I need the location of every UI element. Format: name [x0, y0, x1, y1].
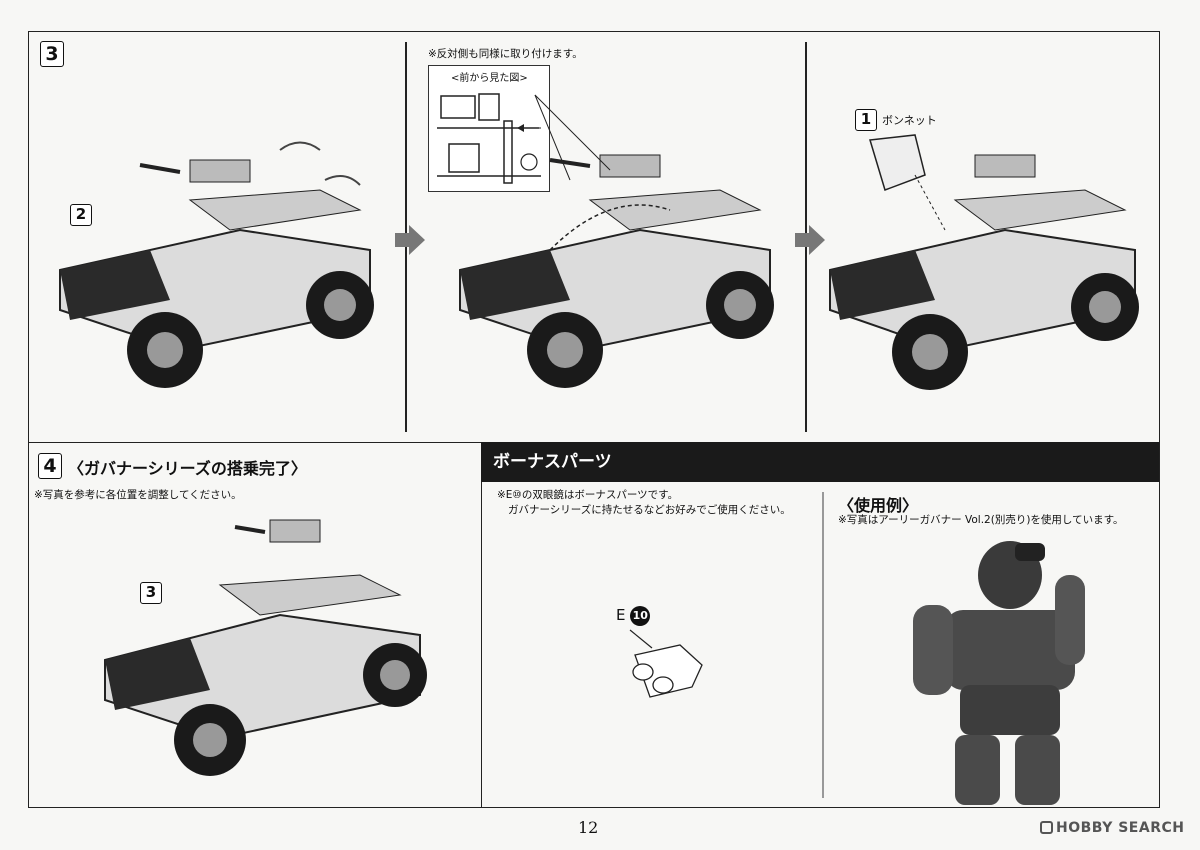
bonus-divider [822, 492, 824, 798]
part-label-1: 1 [855, 109, 877, 131]
bonus-note-2: ガバナーシリーズに持たせるなどお好みでご使用ください。 [508, 504, 791, 516]
part-number-badge: 10 [630, 606, 651, 626]
page-number: 12 [578, 818, 599, 837]
part-e10-label: E 10 [616, 606, 651, 626]
bonus-note-1: ※E⑩の双眼鏡はボーナスパーツです。 [497, 489, 679, 501]
vehicle-image-1 [59, 141, 374, 388]
watermark-text: HOBBY SEARCH [1056, 820, 1185, 836]
bonnet-label: ボンネット [882, 114, 937, 127]
step4-note: ※写真を参考に各位置を調整してください。 [34, 489, 242, 501]
vehicle-image-2 [459, 94, 774, 388]
step-arrow-1 [395, 225, 425, 255]
hobby-search-logo-icon [1040, 821, 1053, 834]
part-letter: E [616, 606, 626, 624]
step4-title: 〈ガバナーシリーズの搭乗完了〉 [68, 459, 307, 478]
front-view-inset: <前から見た図> [428, 65, 550, 192]
watermark: HOBBY SEARCH [1040, 820, 1184, 836]
step3-note: ※反対側も同様に取り付けます。 [428, 48, 583, 60]
inset-diagram [437, 93, 541, 184]
part-label-3: 3 [140, 582, 162, 604]
bonus-header: ボーナスパーツ [481, 442, 1159, 482]
usage-title: 〈使用例〉 [838, 496, 919, 515]
step3-number: 3 [40, 41, 64, 67]
vehicle-image-final [104, 519, 427, 776]
inset-title: <前から見た図> [451, 73, 528, 84]
figure-photo [913, 541, 1085, 805]
step4-number: 4 [38, 453, 62, 479]
binoculars-part [629, 629, 703, 698]
part-label-2: 2 [70, 204, 92, 226]
step-arrow-2 [795, 225, 825, 255]
usage-note: ※写真はアーリーガバナー Vol.2(別売り)を使用しています。 [838, 514, 1124, 526]
vehicle-image-3 [829, 134, 1139, 390]
